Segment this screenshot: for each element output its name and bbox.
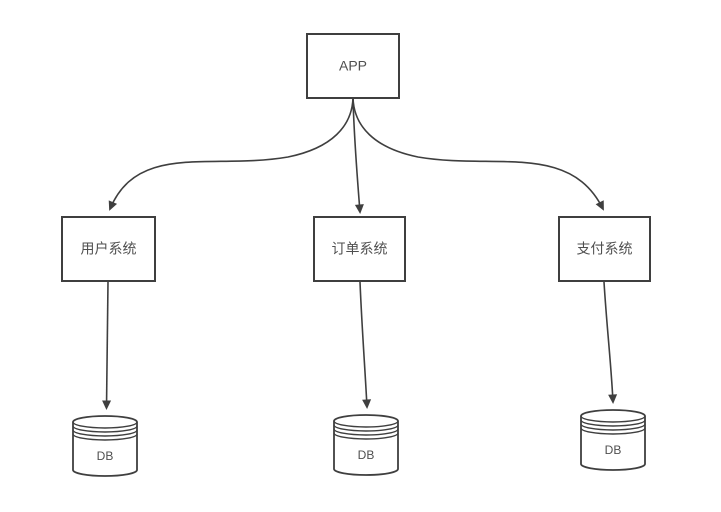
node-payment-system[interactable]: 支付系统 [558,216,651,282]
order-db-cylinder-icon[interactable] [333,414,399,476]
payment-db-label: DB [605,443,622,457]
node-app-box[interactable] [306,33,400,99]
order-db-ring [333,424,399,432]
payment-db-ring [580,427,646,435]
user-db-ring [72,433,138,441]
node-order-system[interactable]: 订单系统 [313,216,406,282]
node-order-db[interactable]: DB [333,414,399,476]
order-db-ring [333,432,399,440]
order-db-ring [333,420,399,428]
order-db-label: DB [358,448,375,462]
node-payment-system-label: 支付系统 [577,241,633,257]
order-db-ring [333,428,399,436]
user-db-label: DB [97,449,114,463]
node-order-system-box[interactable] [313,216,406,282]
node-user-system[interactable]: 用户系统 [61,216,156,282]
edge-payment-system-to-db[interactable] [603,281,618,404]
node-payment-system-box[interactable] [558,216,651,282]
payment-db-ring [580,415,646,423]
user-db-ring [72,421,138,429]
payment-db-cylinder-icon[interactable] [580,409,646,471]
node-order-system-label: 订单系统 [332,241,388,257]
node-user-system-label: 用户系统 [81,241,137,257]
payment-db-ring [580,419,646,427]
payment-db-ring [580,423,646,431]
user-db-ring [72,429,138,437]
edge-user-system-to-db[interactable] [102,281,112,410]
node-app[interactable]: APP [306,33,400,99]
edge-app-to-order-system[interactable] [352,97,364,214]
node-user-system-box[interactable] [61,216,156,282]
edge-app-to-user-system[interactable] [108,97,354,211]
node-app-label: APP [339,58,367,74]
node-payment-db[interactable]: DB [580,409,646,471]
edge-app-to-payment-system[interactable] [352,97,604,211]
user-db-ring [72,425,138,433]
edge-order-system-to-db[interactable] [359,281,372,409]
node-user-db[interactable]: DB [72,415,138,477]
user-db-cylinder-icon[interactable] [72,415,138,477]
